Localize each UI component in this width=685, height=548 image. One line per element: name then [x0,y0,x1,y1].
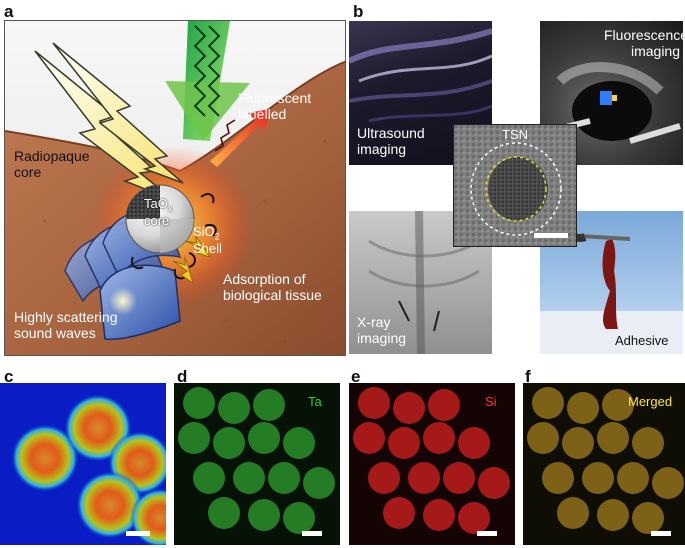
panel-label-f: f [525,367,531,386]
sound-waves-label: Highly scattering sound waves [14,309,118,341]
merged-map-particles [527,387,684,534]
ultrasound-label-line2: imaging [357,141,407,158]
ultrasound-texture [349,28,492,123]
panel-label-b: b [353,2,364,21]
tsn-label: TSN [502,127,528,142]
shell-formula: SiO [193,224,215,239]
panel-a-schematic: Radiopaque core Fluorescent labelled TaO… [4,20,346,356]
adsorption-label: Adsorption of biological tissue [223,271,322,303]
adsorption-label-line1: Adsorption of [223,271,306,287]
core-formula-subscript: x [167,203,173,214]
tsn-tem-image [454,125,576,246]
panel-d-ta-map: Ta [174,383,340,545]
si-map-particles [353,387,510,534]
tsn-tem-inset: TSN [453,124,577,247]
fluorescent-labelled-label: Fluorescent labelled [238,90,311,122]
tao-core-label: TaOx core [144,196,173,229]
ultrasound-label-line1: Ultrasound [357,125,425,141]
core-formula: TaO [144,196,168,211]
sio2-shell-label: SiO2 Shell [193,224,222,257]
ta-channel-label: Ta [308,394,322,409]
shell-formula-subscript: 2 [214,231,220,242]
panel-e-si-map: Si [349,383,515,545]
xray-label-line2: imaging [357,330,407,347]
radiopaque-core-label: Radiopaque core [14,148,90,180]
panel-c-haadf-image [0,383,166,545]
haadf-particles [11,394,166,545]
radiopaque-label-line1: Radiopaque [14,148,90,164]
si-channel-label: Si [485,394,497,409]
shell-label-word: Shell [193,240,222,256]
fluorescence-label-line1: Fluorescence [604,27,683,43]
ultrasound-label: Ultrasound imaging [357,125,425,157]
panel-label-e: e [351,367,361,386]
fluorescent-label-line1: Fluorescent [238,90,312,106]
panel-c-scale-bar [126,531,150,536]
adhesive-label: Adhesive [615,333,669,348]
panel-label-d: d [177,367,188,386]
panel-label-a: a [4,2,14,21]
fluorescence-label: Fluorescence imaging [604,27,683,60]
sound-label-line2: sound waves [14,325,96,342]
panel-f-merged-map: Merged [523,383,685,545]
adsorption-label-line2: biological tissue [223,287,322,304]
panel-label-c: c [4,367,14,386]
schematic-illustration [5,21,345,355]
panel-e-scale-bar [477,531,497,536]
core-label-word: core [144,212,170,228]
ta-map-particles [178,387,335,534]
fluorescent-label-line2: labelled [238,106,287,123]
xray-label: X-ray imaging [357,314,406,346]
panel-d-scale-bar [302,531,322,536]
merged-channel-label: Merged [628,394,673,409]
xray-label-line1: X-ray [357,314,391,330]
radiopaque-label-line2: core [14,164,42,181]
tsn-scale-bar [534,233,568,238]
fluorescence-label-line2: imaging [630,43,680,60]
sound-label-line1: Highly scattering [14,309,118,325]
panel-f-scale-bar [651,531,671,536]
